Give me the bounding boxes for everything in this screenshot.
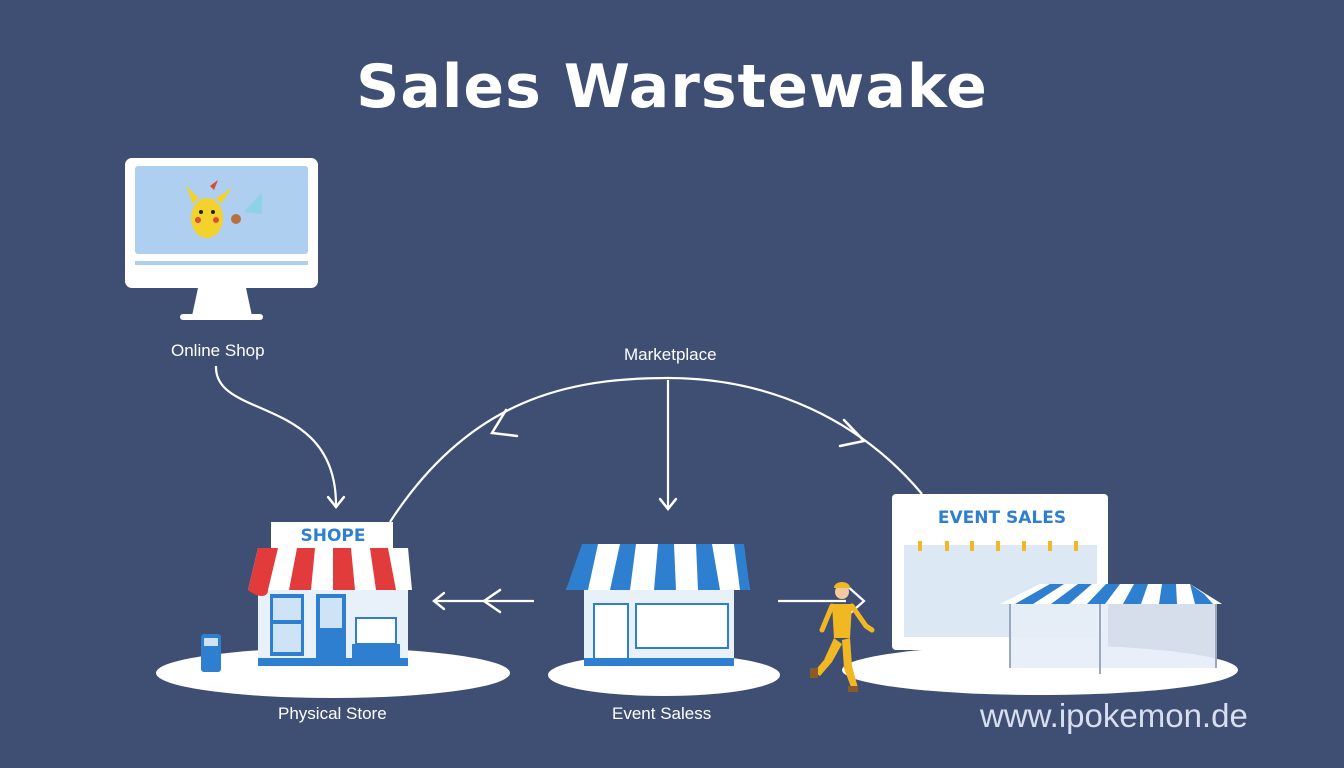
tent-icon — [1000, 584, 1222, 674]
storefront-icon — [201, 522, 412, 672]
worker-icon — [810, 582, 875, 692]
arrowhead-arc-left — [489, 408, 519, 438]
page-title: Sales Warstewake — [356, 52, 988, 122]
physical-store-label: Physical Store — [278, 704, 387, 723]
physical-store-platform — [156, 648, 510, 698]
arrowhead-extra — [481, 588, 502, 614]
online-shop-label: Online Shop — [171, 341, 265, 360]
pikachu-icon — [186, 180, 262, 238]
marketplace-label: Marketplace — [624, 345, 717, 364]
event-sales-sign: EVENT SALES — [938, 508, 1066, 528]
monitor-icon — [125, 158, 318, 320]
arrowhead-arc-right — [838, 418, 867, 448]
shop-sign: SHOPE — [301, 526, 366, 546]
arrow-online-to-store — [214, 365, 346, 509]
arrow-marketplace-arc — [389, 376, 923, 523]
event-saless-label: Event Saless — [612, 704, 712, 723]
storefront-icon — [566, 544, 750, 666]
arrowhead-event-sales — [844, 583, 866, 619]
watermark-url: www.ipokemon.de — [980, 697, 1248, 734]
